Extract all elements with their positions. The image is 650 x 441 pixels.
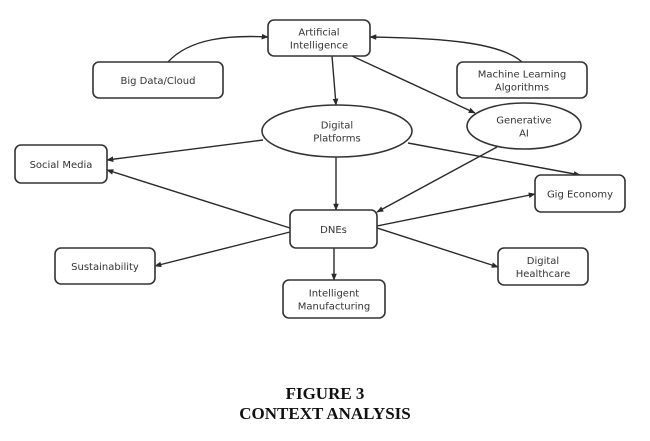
node-label: Social Media: [30, 160, 93, 171]
edge-ai-to-genai: [351, 55, 476, 114]
node-bigdata: Big Data/Cloud: [92, 61, 224, 99]
figure-number: FIGURE 3: [285, 384, 365, 403]
node-label: DNEs: [320, 225, 347, 236]
figure-title: CONTEXT ANALYSIS: [239, 404, 411, 423]
edge-dnes-to-social: [106, 169, 291, 229]
node-shape: [534, 174, 626, 213]
node-shape: [282, 279, 386, 319]
edge-dnes-to-gig: [376, 192, 536, 227]
node-label: Platforms: [313, 134, 360, 145]
node-label: Digital: [321, 121, 353, 132]
edge-platforms-to-gig: [407, 142, 581, 177]
edge-dnes-to-sustain: [154, 231, 291, 268]
edge-dnes-to-health: [376, 227, 499, 268]
node-shape: [466, 102, 582, 150]
edge-genai-to-dnes: [376, 146, 498, 213]
node-label: Manufacturing: [298, 302, 370, 313]
node-label: Digital: [527, 256, 559, 267]
node-label: Sustainability: [71, 262, 139, 273]
node-shape: [289, 209, 378, 249]
node-label: Intelligence: [290, 41, 348, 52]
node-shape: [14, 144, 108, 184]
node-label: Intelligent: [309, 289, 360, 300]
edge-platforms-to-social: [106, 139, 264, 162]
node-shape: [456, 61, 588, 99]
node-label: Generative: [496, 116, 551, 127]
node-shape: [261, 104, 413, 158]
node-dnes: DNEs: [289, 209, 378, 249]
node-label: Artificial: [298, 28, 339, 39]
node-label: Big Data/Cloud: [121, 76, 196, 87]
node-label: Healthcare: [516, 269, 571, 280]
node-sustain: Sustainability: [54, 247, 156, 285]
node-shape: [267, 19, 371, 57]
edge-ml-to-ai: [369, 34, 523, 63]
edge-ai-to-platforms: [331, 55, 339, 106]
node-label: Machine Learning: [478, 70, 566, 81]
node-label: AI: [519, 129, 529, 140]
node-gig: Gig Economy: [534, 174, 626, 213]
node-social: Social Media: [14, 144, 108, 184]
node-label: Algorithms: [495, 83, 549, 94]
node-shape: [54, 247, 156, 285]
node-label: Gig Economy: [547, 190, 613, 201]
node-shape: [497, 247, 589, 286]
node-shape: [92, 61, 224, 99]
edge-bigdata-to-ai: [167, 33, 269, 63]
